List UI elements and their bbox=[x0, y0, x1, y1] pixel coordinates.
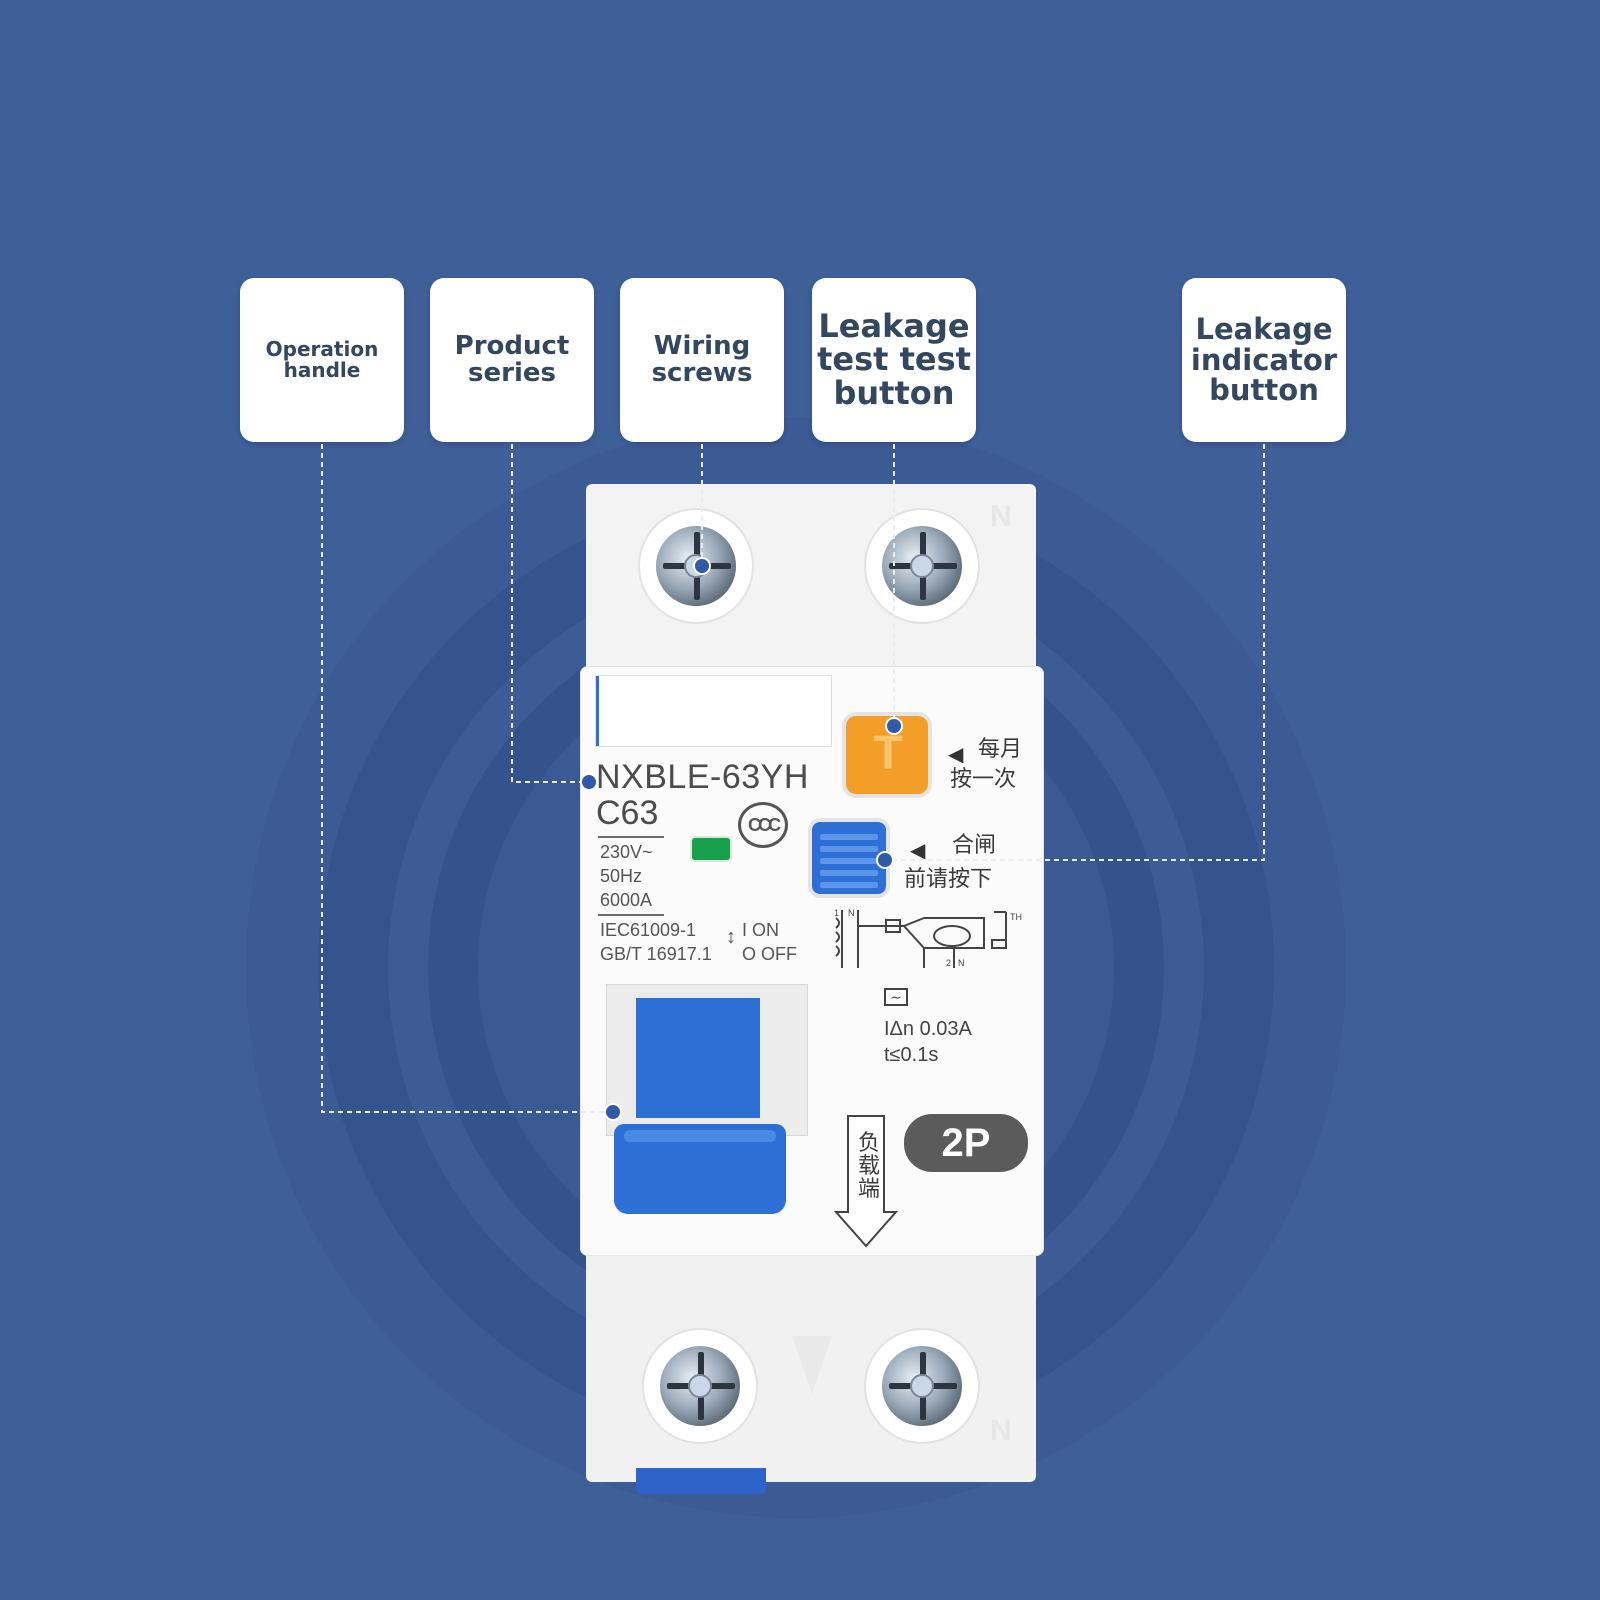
svg-text:TH: TH bbox=[1010, 912, 1022, 922]
callout-leakage-test-button-text: Leakage test test button bbox=[817, 306, 971, 412]
din-rail-clip bbox=[636, 1468, 766, 1494]
callout-product-series-text: Product series bbox=[454, 330, 570, 388]
model-number: NXBLE-63YH bbox=[596, 758, 809, 796]
callout-wiring-screws: Wiring screws bbox=[620, 278, 784, 442]
on-label: I ON bbox=[742, 920, 780, 940]
reset-note-line1: 合闸 bbox=[952, 833, 997, 858]
neutral-mark-bottom: N bbox=[990, 1414, 1012, 1447]
rating-underline bbox=[598, 836, 664, 838]
leader-dot-wiring-screws bbox=[693, 557, 711, 575]
load-side-arrow bbox=[834, 1115, 899, 1248]
ac-type-symbol: ∼ bbox=[884, 988, 908, 1006]
standard-gbt: GB/T 16917.1 bbox=[600, 944, 712, 964]
leakage-indicator-button[interactable] bbox=[812, 822, 886, 894]
test-symbol: T bbox=[873, 727, 903, 780]
spec-underline bbox=[598, 914, 664, 916]
off-label: O OFF bbox=[742, 944, 797, 964]
svg-text:1: 1 bbox=[834, 908, 839, 918]
callout-leakage-indicator-button-text: Leakage indicator button bbox=[1190, 312, 1338, 408]
svg-text:N: N bbox=[958, 958, 965, 968]
residual-current-rating: IΔn 0.03A bbox=[884, 1018, 972, 1040]
callout-leakage-test-button: Leakage test test button bbox=[812, 278, 976, 442]
leader-dot-leakage-indicator bbox=[876, 851, 894, 869]
reset-note-line2: 前请按下 bbox=[904, 867, 993, 892]
reset-note-arrow: ◀ bbox=[910, 838, 926, 862]
callout-operation-handle: Operation handle bbox=[240, 278, 404, 442]
blank-label-strip bbox=[596, 676, 831, 746]
frequency-spec: 50Hz bbox=[600, 866, 643, 886]
leader-dot-product-series bbox=[580, 773, 598, 791]
svg-text:2: 2 bbox=[946, 958, 951, 968]
test-note-line1: 每月 bbox=[978, 737, 1023, 762]
test-note-arrow: ◀ bbox=[948, 742, 964, 766]
trip-time-rating: t≤0.1s bbox=[884, 1044, 939, 1066]
callout-wiring-screws-text: Wiring screws bbox=[651, 330, 753, 388]
callout-product-series: Product series bbox=[430, 278, 594, 442]
wiring-screw-top-right bbox=[866, 510, 978, 622]
ccc-certification-mark: CCC bbox=[738, 802, 788, 848]
voltage-spec: 230V~ bbox=[600, 842, 653, 862]
current-rating: C63 bbox=[596, 794, 659, 832]
operation-handle-upper[interactable] bbox=[636, 998, 760, 1118]
wiring-screw-bottom-left bbox=[644, 1330, 756, 1442]
standard-iec: IEC61009-1 bbox=[600, 920, 697, 940]
wiring-screw-bottom-right bbox=[866, 1330, 978, 1442]
leader-dot-leakage-test bbox=[885, 717, 903, 735]
svg-text:N: N bbox=[848, 908, 855, 918]
callout-operation-handle-text: Operation handle bbox=[265, 337, 379, 382]
callout-leakage-indicator-button: Leakage indicator button bbox=[1182, 278, 1346, 442]
load-side-text: 负载端 bbox=[857, 1131, 880, 1203]
test-note-line2: 按一次 bbox=[950, 767, 1017, 792]
neutral-mark-top: N bbox=[990, 500, 1012, 533]
leader-dot-operation-handle bbox=[604, 1103, 622, 1121]
status-indicator-light bbox=[692, 838, 730, 860]
operation-handle-ridge bbox=[624, 1130, 776, 1142]
poles-badge: 2P bbox=[904, 1114, 1028, 1172]
direction-arrow-mark bbox=[792, 1336, 832, 1394]
on-off-arrows: ↕ bbox=[726, 926, 736, 948]
breaking-capacity-spec: 6000A bbox=[600, 890, 653, 910]
